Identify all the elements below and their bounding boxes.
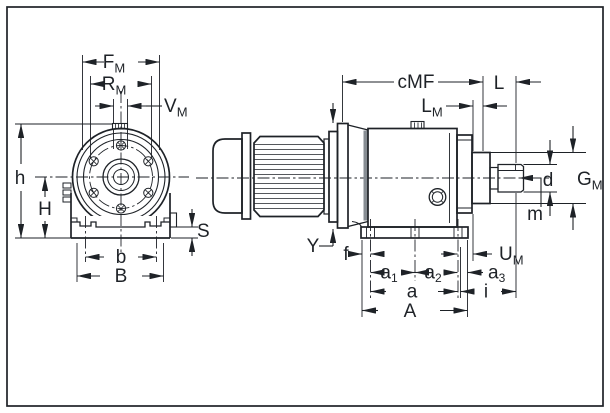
motor-body xyxy=(253,135,325,218)
dim-label-h: h xyxy=(15,168,26,189)
dim-label-b-small: b xyxy=(116,247,127,268)
oil-plug xyxy=(428,188,447,206)
side-tab xyxy=(169,212,178,228)
dim-label-i: i xyxy=(484,282,488,303)
motor-flange xyxy=(336,122,349,229)
dim-label-hh: H xyxy=(38,199,52,220)
housing-ribs xyxy=(62,182,72,203)
dim-label-fm: FM xyxy=(103,52,125,76)
front-feet xyxy=(71,221,170,228)
dim-label-d: d xyxy=(543,170,554,191)
dim-label-l: L xyxy=(494,73,505,94)
dim-label-rm: RM xyxy=(102,74,127,98)
dim-label-a: a xyxy=(407,282,418,303)
drawing-border xyxy=(6,6,604,407)
front-dimensions: FM RM VM h H S xyxy=(15,52,210,287)
dim-label-f: f xyxy=(343,244,349,265)
dim-label-a2: a2 xyxy=(424,263,442,286)
dim-label-lm: LM xyxy=(421,96,442,120)
motor-endshield xyxy=(328,130,339,223)
dim-label-a-big: A xyxy=(404,301,417,322)
dim-label-b-big: B xyxy=(115,266,128,287)
top-plug xyxy=(111,122,129,149)
dim-label-vm: VM xyxy=(164,96,188,120)
dim-label-a3: a3 xyxy=(488,263,506,286)
dim-label-m: m xyxy=(527,204,543,225)
side-view: cMF L LM Y f UM a1 a2 xyxy=(196,72,603,322)
dim-label-y: Y xyxy=(307,236,320,257)
front-view: FM RM VM h H S xyxy=(15,52,210,287)
dim-label-a1: a1 xyxy=(380,263,398,286)
side-foot xyxy=(360,226,469,239)
fan-cover xyxy=(212,138,243,214)
motor-fins xyxy=(254,144,324,209)
dim-label-cmf: cMF xyxy=(398,72,435,93)
output-shaft xyxy=(497,163,525,193)
dim-label-s: S xyxy=(197,221,210,242)
bearing-cap-1 xyxy=(456,134,473,214)
side-dimensions: cMF L LM Y f UM a1 a2 xyxy=(307,72,603,322)
breather-plug xyxy=(410,120,425,130)
dim-label-gm: GM xyxy=(577,169,603,193)
dim-label-um: UM xyxy=(499,244,524,268)
